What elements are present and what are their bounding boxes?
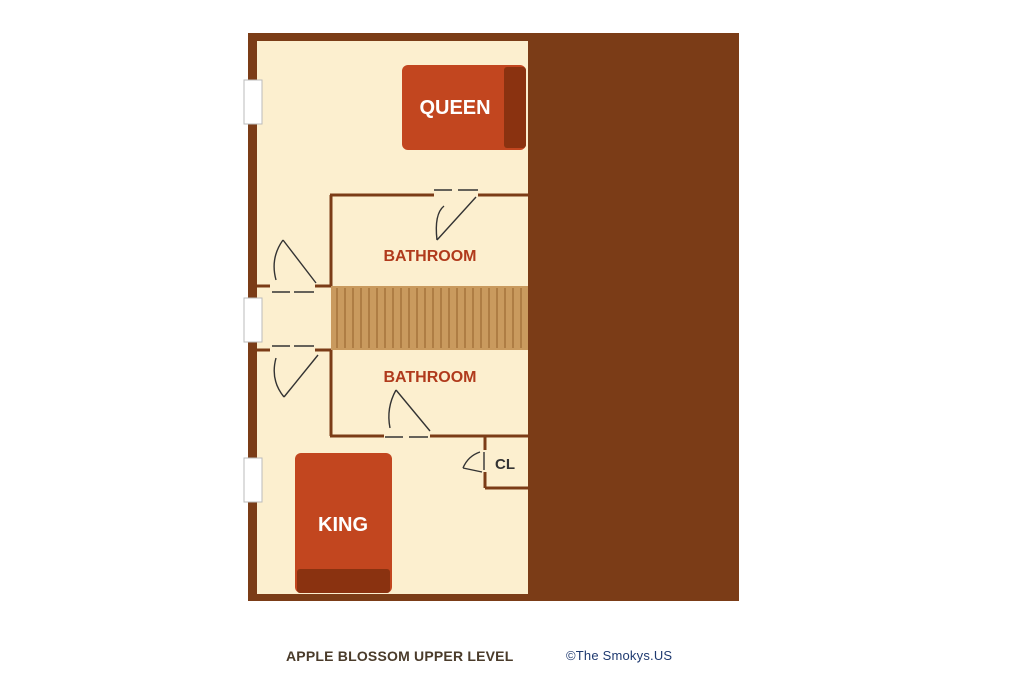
bathroom-top-walls xyxy=(329,193,528,286)
queen-bed: QUEEN xyxy=(402,65,526,150)
staircase xyxy=(331,286,528,350)
plan-title: APPLE BLOSSOM UPPER LEVEL xyxy=(286,648,514,664)
bathroom-bottom-label: BATHROOM xyxy=(383,369,476,386)
window-bottom xyxy=(243,457,263,503)
bathroom-top-label: BATHROOM xyxy=(383,248,476,265)
door-hall-lower xyxy=(272,345,319,398)
queen-label: QUEEN xyxy=(419,97,490,119)
window-top xyxy=(243,79,263,125)
closet-label: CL xyxy=(495,456,515,473)
door-top-bathroom xyxy=(434,189,478,241)
door-hall-upper xyxy=(272,239,317,293)
king-bed: KING xyxy=(295,453,392,593)
copyright-credit: ©The Smokys.US xyxy=(566,648,673,663)
window-middle xyxy=(243,297,263,343)
door-bottom-bathroom xyxy=(385,389,431,438)
door-closet xyxy=(462,451,485,473)
king-label: KING xyxy=(318,514,368,536)
